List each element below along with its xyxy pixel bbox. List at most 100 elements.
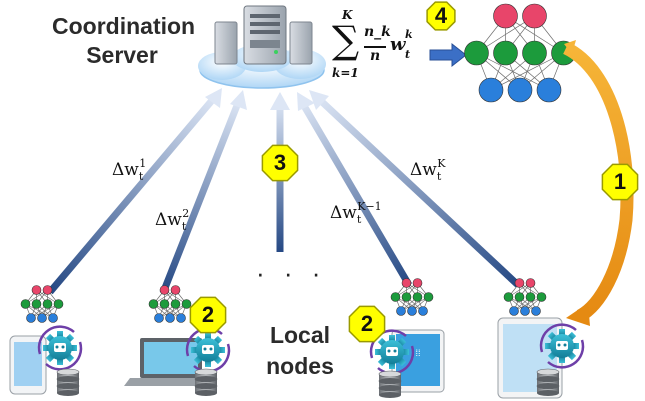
local-model-3-node xyxy=(401,292,412,302)
local-model-1 xyxy=(20,285,64,323)
local-nodes-line2: nodes xyxy=(266,353,334,379)
fraction-numerator: n_k xyxy=(364,24,391,40)
update-sub-1: t xyxy=(138,170,144,183)
local-model-2-node xyxy=(170,285,181,295)
local-model-1-node xyxy=(20,299,31,309)
local-model-2-node xyxy=(148,299,159,309)
local-model-4 xyxy=(503,278,547,316)
local-model-1-node xyxy=(31,299,42,309)
global-model-node xyxy=(507,77,533,103)
sum-symbol: ∑ xyxy=(332,18,360,62)
database-icons xyxy=(56,368,560,398)
local-model-1-node xyxy=(42,299,53,309)
local-model-3-node xyxy=(401,278,412,288)
delta-w-2: Δw xyxy=(155,210,182,230)
local-model-3-node xyxy=(412,292,423,302)
step-number-2: 2 xyxy=(202,302,214,327)
global-model-node xyxy=(464,40,489,66)
step-badge-2-tablet: 2 xyxy=(348,305,386,343)
fraction-denominator: n xyxy=(370,48,381,64)
local-model-2-node xyxy=(176,313,186,323)
delta-w-k: Δw xyxy=(410,160,437,180)
local-model-3-node xyxy=(423,292,434,302)
database-icon-2 xyxy=(194,368,218,396)
global-model-node xyxy=(493,3,518,29)
local-model-2-node xyxy=(159,299,170,309)
distribute-model-arrow xyxy=(562,40,634,326)
sum-upper-limit: K xyxy=(342,8,353,22)
local-model-2-node xyxy=(170,299,181,309)
local-model-3 xyxy=(390,278,434,316)
local-nodes-label: Local nodes xyxy=(250,320,350,382)
global-model-node xyxy=(536,77,562,103)
gear-robot-icon-1 xyxy=(37,325,83,371)
local-model-4-node xyxy=(536,292,547,302)
delta-w-k-1: Δw xyxy=(330,203,357,223)
local-model-2 xyxy=(148,285,192,323)
fraction-bar xyxy=(364,46,386,48)
local-model-1-node xyxy=(31,285,42,295)
cloud-server-icon xyxy=(198,5,326,89)
local-model-1-node xyxy=(26,313,36,323)
update-sup-k: K xyxy=(437,157,446,170)
step-number-4: 4 xyxy=(435,3,448,28)
step-number-1: 1 xyxy=(614,169,626,194)
update-sup-1: 1 xyxy=(139,157,147,170)
sum-lower-limit: k=1 xyxy=(332,66,359,80)
local-model-1-node xyxy=(53,299,64,309)
step-number-2b: 2 xyxy=(361,311,373,336)
local-model-4-node xyxy=(520,306,530,316)
svg-text:⁞⁞: ⁞⁞ xyxy=(415,348,420,358)
global-model-node xyxy=(522,3,547,29)
local-model-3-node xyxy=(407,306,417,316)
local-model-4-node xyxy=(503,292,514,302)
local-models xyxy=(20,278,547,323)
update-sub-2: t xyxy=(181,220,187,233)
update-label-2: Δwt2 xyxy=(155,207,193,233)
local-model-2-node xyxy=(159,285,170,295)
local-nodes-line1: Local xyxy=(269,322,331,348)
update-sub-k-1: t xyxy=(356,213,362,226)
local-model-2-node xyxy=(165,313,175,323)
local-model-2-node xyxy=(154,313,164,323)
step-badge-1: 1 xyxy=(601,163,639,201)
step-number-3: 3 xyxy=(274,150,286,175)
local-model-4-node xyxy=(525,278,536,288)
global-model-node xyxy=(522,40,547,66)
local-model-1-node xyxy=(37,313,47,323)
delta-w-1: Δw xyxy=(112,160,139,180)
update-label-k-minus-1: ΔwtK−1 xyxy=(330,200,386,226)
local-model-4-node xyxy=(531,306,541,316)
phone-device-icon xyxy=(9,335,47,395)
step-badge-2-laptop: 2 xyxy=(189,296,227,334)
local-model-3-node xyxy=(396,306,406,316)
update-label-1: Δwt1 xyxy=(112,157,150,183)
global-model-node xyxy=(493,40,518,66)
server-title: Coordination Server xyxy=(52,12,196,70)
global-model-node xyxy=(478,77,504,103)
local-model-4-node xyxy=(514,292,525,302)
database-icon-1 xyxy=(56,368,80,396)
local-model-4-node xyxy=(525,292,536,302)
local-model-3-node xyxy=(418,306,428,316)
update-sub-k: t xyxy=(436,170,442,183)
weight-symbol: w xyxy=(390,34,406,55)
weight-subscript: t xyxy=(405,48,411,61)
update-sup-k-1: K−1 xyxy=(357,200,382,213)
local-model-4-node xyxy=(514,278,525,288)
database-icon-3 xyxy=(378,370,402,398)
local-model-4-node xyxy=(509,306,519,316)
database-icon-4 xyxy=(536,368,560,396)
step-badge-3: 3 xyxy=(261,144,299,182)
weight-superscript: k xyxy=(405,28,413,41)
global-model-network xyxy=(464,3,576,103)
update-sup-2: 2 xyxy=(182,207,190,220)
server-title-line1: Coordination xyxy=(52,13,196,39)
ellipsis: · · · xyxy=(256,258,327,288)
server-title-line2: Server xyxy=(86,42,158,68)
update-label-k: ΔwtK xyxy=(410,157,449,183)
aggregation-formula: K ∑ k=1 n_k n w k t xyxy=(330,8,430,88)
local-model-1-node xyxy=(48,313,58,323)
gear-robot-icon-4 xyxy=(539,323,585,369)
